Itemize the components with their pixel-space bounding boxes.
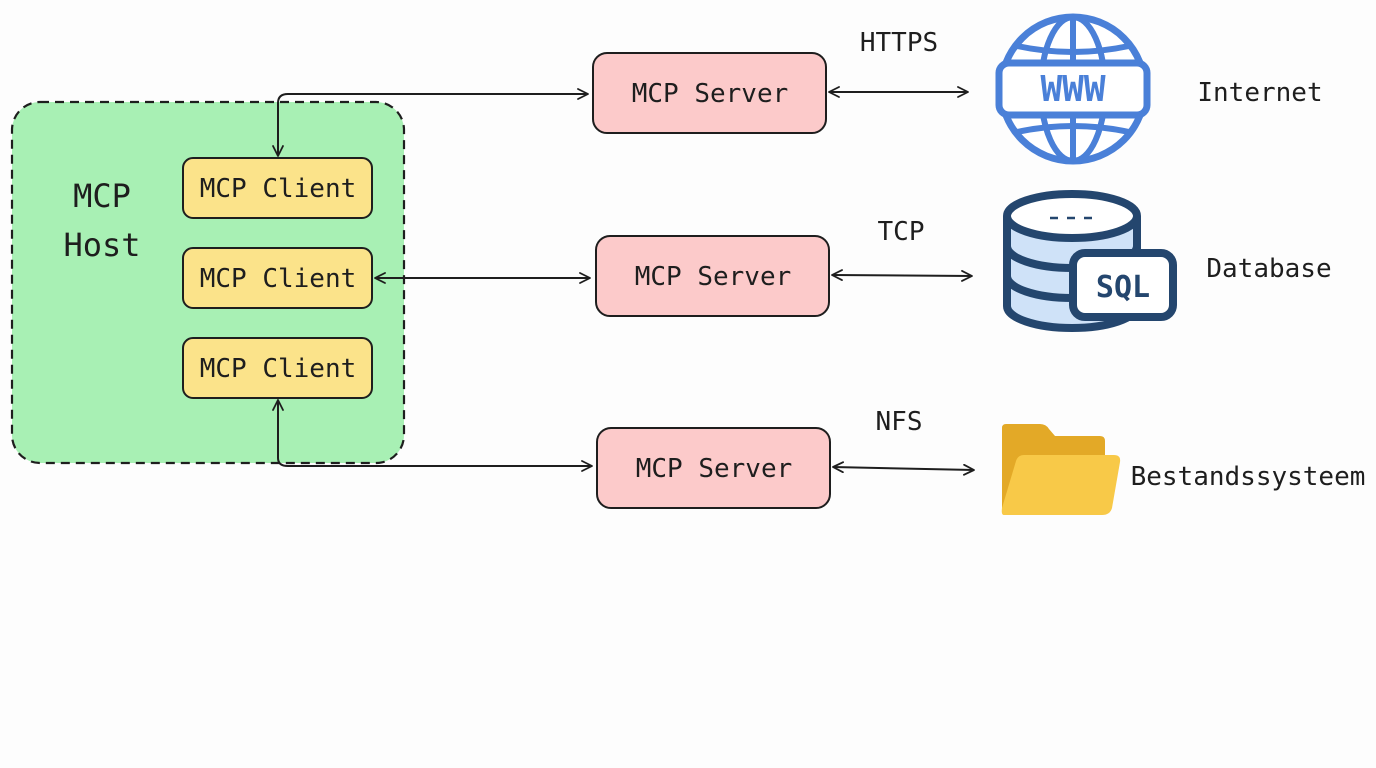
- mcp-server-3[interactable]: MCP Server: [596, 427, 831, 509]
- protocol-label-nfs: NFS: [876, 407, 923, 437]
- mcp-client-2[interactable]: MCP Client: [182, 247, 373, 309]
- mcp-host-label-line1: MCP: [73, 177, 131, 215]
- mcp-server-2-label: MCP Server: [635, 262, 792, 292]
- mcp-client-3[interactable]: MCP Client: [182, 337, 373, 399]
- mcp-server-2[interactable]: MCP Server: [595, 235, 830, 317]
- connector-client3-server3: [272, 399, 593, 472]
- mcp-host-label-line2: Host: [63, 226, 140, 264]
- connector-server2-database: [831, 269, 973, 282]
- mcp-server-1-label: MCP Server: [632, 79, 789, 109]
- mcp-client-1[interactable]: MCP Client: [182, 157, 373, 219]
- connector-server3-filesystem: [832, 461, 975, 476]
- resource-label-database: Database: [1206, 254, 1331, 284]
- resource-label-internet: Internet: [1197, 78, 1322, 108]
- mcp-server-3-label: MCP Server: [636, 454, 793, 484]
- mcp-server-1[interactable]: MCP Server: [592, 52, 827, 134]
- protocol-label-https: HTTPS: [860, 28, 938, 58]
- globe-www-text: WWW: [1040, 69, 1105, 110]
- mcp-client-1-box[interactable]: [182, 157, 373, 219]
- mcp-server-3-box[interactable]: [596, 427, 831, 509]
- sql-database-text: SQL: [1096, 270, 1150, 305]
- connector-client1-server1: [272, 88, 589, 157]
- protocol-label-tcp: TCP: [878, 217, 925, 247]
- sql-database-icon: SQL: [1003, 190, 1177, 332]
- mcp-server-1-box[interactable]: [592, 52, 827, 134]
- folder-icon: [1001, 424, 1121, 515]
- resource-label-filesystem: Bestandssysteem: [1131, 462, 1366, 492]
- mcp-client-2-label: MCP Client: [200, 264, 357, 294]
- mcp-server-2-box[interactable]: [595, 235, 830, 317]
- mcp-client-2-box[interactable]: [182, 247, 373, 309]
- mcp-client-3-box[interactable]: [182, 337, 373, 399]
- mcp-client-1-label: MCP Client: [200, 174, 357, 204]
- globe-www-icon: WWW: [995, 13, 1151, 165]
- mcp-client-3-label: MCP Client: [200, 354, 357, 384]
